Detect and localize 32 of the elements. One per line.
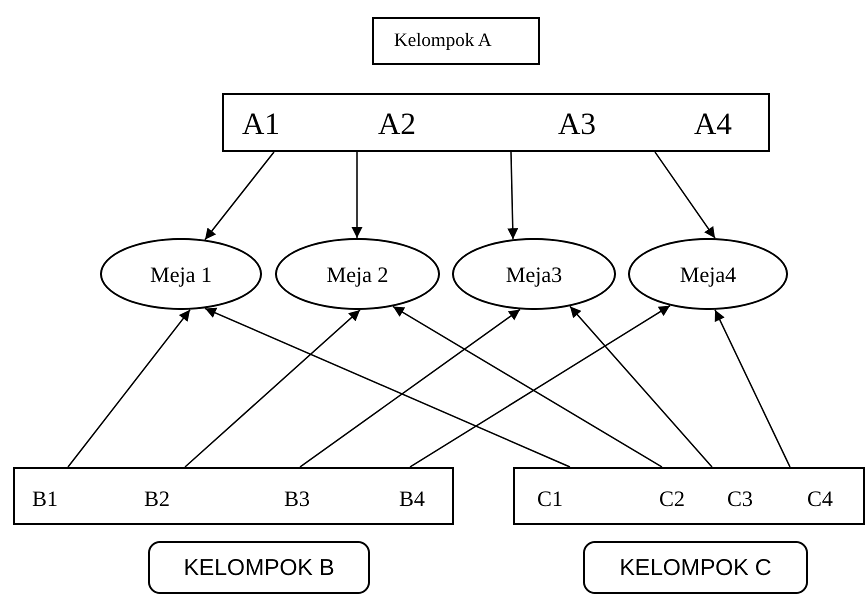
arrow	[507, 152, 518, 240]
item-label: A1	[224, 95, 298, 154]
arrow	[654, 152, 716, 239]
arrow	[352, 152, 362, 238]
group-box	[513, 467, 865, 525]
table-ellipse: Meja 1	[100, 238, 262, 310]
item-label: B1	[15, 469, 75, 527]
item-label: A2	[342, 95, 452, 154]
item-label: B3	[267, 469, 327, 527]
item-label: C2	[642, 469, 702, 527]
arrow	[300, 308, 520, 468]
item-label: B4	[382, 469, 442, 527]
arrow	[714, 310, 791, 468]
item-label: C1	[522, 469, 578, 527]
title-box: Kelompok A	[372, 17, 540, 65]
item-label: B2	[127, 469, 187, 527]
table-ellipse: Meja4	[628, 238, 788, 310]
item-label: A3	[502, 95, 652, 154]
group-box	[13, 467, 454, 525]
group-label-box: KELOMPOK C	[583, 541, 808, 594]
table-ellipse: Meja3	[452, 238, 616, 310]
item-label: C3	[710, 469, 770, 527]
item-label: A4	[654, 95, 772, 154]
table-ellipse: Meja 2	[275, 238, 440, 310]
group-box	[222, 93, 770, 152]
item-label: C4	[790, 469, 850, 527]
arrow	[569, 306, 713, 468]
arrow	[204, 308, 570, 468]
group-label-box: KELOMPOK B	[148, 541, 370, 594]
arrow	[184, 309, 360, 468]
arrow	[204, 152, 275, 240]
arrow	[67, 309, 191, 468]
